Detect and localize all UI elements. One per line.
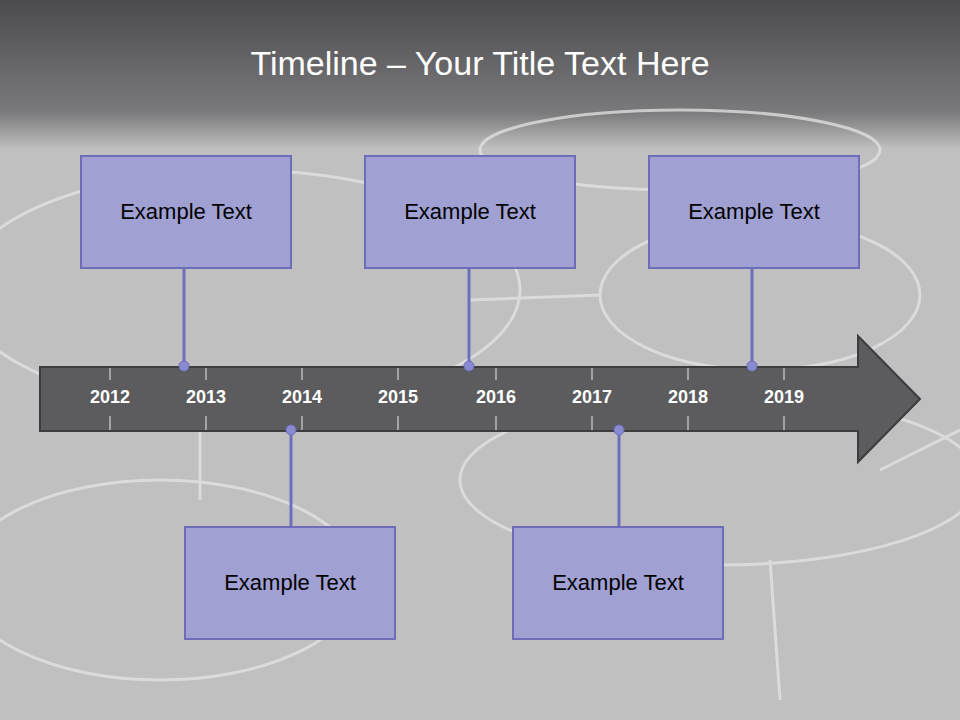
event-box: Example Text bbox=[364, 155, 576, 269]
leader-lines bbox=[184, 268, 752, 527]
year-label: 2013 bbox=[186, 387, 226, 408]
event-text: Example Text bbox=[688, 199, 820, 225]
event-box: Example Text bbox=[648, 155, 860, 269]
year-label: 2018 bbox=[668, 387, 708, 408]
event-text: Example Text bbox=[224, 570, 356, 596]
event-box: Example Text bbox=[512, 526, 724, 640]
year-label: 2017 bbox=[572, 387, 612, 408]
year-label: 2019 bbox=[764, 387, 804, 408]
event-text: Example Text bbox=[404, 199, 536, 225]
event-box: Example Text bbox=[80, 155, 292, 269]
leader-dots bbox=[179, 361, 757, 435]
slide-title: Timeline – Your Title Text Here bbox=[0, 44, 960, 83]
year-label: 2015 bbox=[378, 387, 418, 408]
event-box: Example Text bbox=[184, 526, 396, 640]
chalk-sketch bbox=[0, 110, 960, 700]
title-band bbox=[0, 0, 960, 150]
year-label: 2012 bbox=[90, 387, 130, 408]
tick-marks bbox=[110, 368, 784, 430]
year-label: 2016 bbox=[476, 387, 516, 408]
year-label: 2014 bbox=[282, 387, 322, 408]
event-text: Example Text bbox=[120, 199, 252, 225]
timeline-arrow bbox=[40, 336, 920, 462]
event-text: Example Text bbox=[552, 570, 684, 596]
